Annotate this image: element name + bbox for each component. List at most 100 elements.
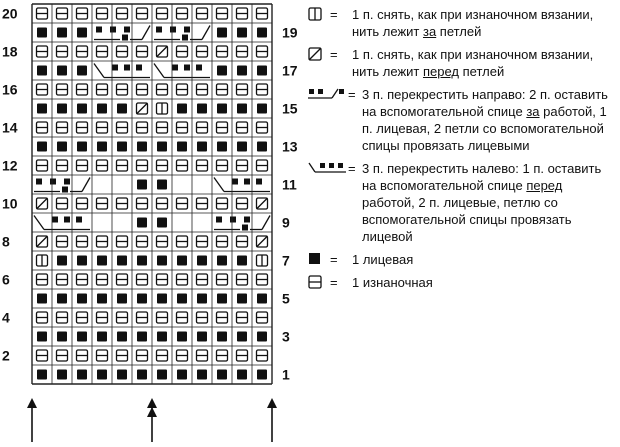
chart-row [37, 369, 267, 380]
repeat-arrow [27, 398, 37, 442]
stitch-slip-front [255, 235, 269, 248]
row-number-left: 18 [2, 44, 18, 60]
stitch-knit [37, 27, 47, 38]
stitch-knit [77, 293, 87, 304]
slip-front-icon: = [308, 47, 338, 62]
chart-row [35, 159, 269, 172]
chart-row [37, 27, 267, 38]
stitch-knit [237, 255, 247, 266]
stitch-knit [137, 255, 147, 266]
row-number-left: 20 [2, 6, 18, 22]
stitch-knit [217, 27, 227, 38]
stitch-knit [237, 103, 247, 114]
stitch-knit [257, 65, 267, 76]
stitch-knit [157, 217, 167, 228]
stitch-knit [257, 369, 267, 380]
stitch-slip-front [255, 197, 269, 210]
row-number-left: 8 [2, 234, 10, 250]
cable-right-symbol [214, 215, 271, 231]
row-number-left: 6 [2, 272, 10, 288]
purl-icon: = [308, 275, 338, 290]
stitch-knit [117, 293, 127, 304]
stitch-knit [237, 27, 247, 38]
stitch-knit [117, 103, 127, 114]
slip-back-icon: = [308, 7, 338, 22]
legend-text: 1 изнаночная [352, 275, 433, 290]
stitch-knit [177, 141, 187, 152]
chart-row [35, 197, 269, 210]
legend-item-knit: =1 лицевая [308, 251, 614, 268]
stitch-knit [257, 293, 267, 304]
stitch-knit [177, 369, 187, 380]
stitch-knit [37, 293, 47, 304]
stitch-knit [197, 369, 207, 380]
row-number-left: 10 [2, 196, 18, 212]
row-number-right: 11 [282, 177, 297, 193]
stitch-slip-front [155, 45, 169, 58]
stitch-slip-front [35, 197, 49, 210]
stitch-knit [177, 331, 187, 342]
stitch-knit [137, 141, 147, 152]
stitch-knit [157, 255, 167, 266]
stitch-knit [37, 103, 47, 114]
stitch-knit [197, 103, 207, 114]
legend-item-cross-right: = 3 п. перекрестить направо: 2 п. оставит… [308, 86, 614, 154]
row-number-right: 13 [282, 139, 298, 155]
stitch-knit [37, 369, 47, 380]
stitch-knit [97, 103, 107, 114]
stitch-knit [117, 255, 127, 266]
stitch-knit [217, 331, 227, 342]
row-number-right: 17 [282, 63, 298, 79]
stitch-knit [57, 369, 67, 380]
chart-row [35, 311, 269, 324]
legend-item-slip-back: = 1 п. снять, как при изнаночном вязании,… [308, 6, 614, 40]
cross-right-icon: = [308, 87, 356, 102]
knit-icon: = [308, 252, 338, 267]
stitch-knit [77, 369, 87, 380]
row-number-right: 15 [282, 101, 298, 117]
cable-right-symbol [34, 177, 91, 193]
stitch-knit [217, 255, 227, 266]
legend-text: 3 п. перекрестить направо: 2 п. оставить… [362, 87, 608, 153]
stitch-knit [137, 217, 147, 228]
legend: = 1 п. снять, как при изнаночном вязании,… [308, 6, 614, 297]
chart-grid [31, 3, 273, 385]
stitch-knit [197, 255, 207, 266]
stitch-knit [157, 293, 167, 304]
stitch-knit [97, 141, 107, 152]
row-number-right: 3 [282, 329, 290, 345]
chart-row [35, 254, 269, 267]
stitch-knit [77, 141, 87, 152]
stitch-knit [57, 293, 67, 304]
chart-row [35, 7, 269, 20]
stitch-knit [177, 255, 187, 266]
chart-row [137, 217, 167, 228]
stitch-knit [157, 331, 167, 342]
stitch-knit [57, 141, 67, 152]
stitch-knit [197, 141, 207, 152]
row-number-left: 12 [2, 158, 18, 174]
chart-row [35, 273, 269, 286]
stitch-knit [237, 65, 247, 76]
row-number-left: 2 [2, 348, 10, 364]
row-number-right: 1 [282, 367, 290, 383]
stitch-knit [117, 141, 127, 152]
chart-row [37, 65, 267, 76]
repeat-arrow [147, 398, 157, 442]
chart-row [35, 349, 269, 362]
stitch-knit [157, 141, 167, 152]
chart-row [35, 121, 269, 134]
stitch-knit [217, 103, 227, 114]
stitch-knit [97, 331, 107, 342]
stitch-knit [137, 331, 147, 342]
row-number-right: 7 [282, 253, 290, 269]
stitch-knit [57, 331, 67, 342]
stitch-knit [237, 141, 247, 152]
legend-item-slip-front: =1 п. снять, как при изнаночном вязании,… [308, 46, 614, 80]
legend-text: 1 п. снять, как при изнаночном вязании, … [352, 7, 594, 39]
stitch-knit [117, 369, 127, 380]
stitch-knit [197, 331, 207, 342]
repeat-arrow [267, 398, 277, 442]
row-number-right: 5 [282, 291, 290, 307]
stitch-knit [177, 103, 187, 114]
